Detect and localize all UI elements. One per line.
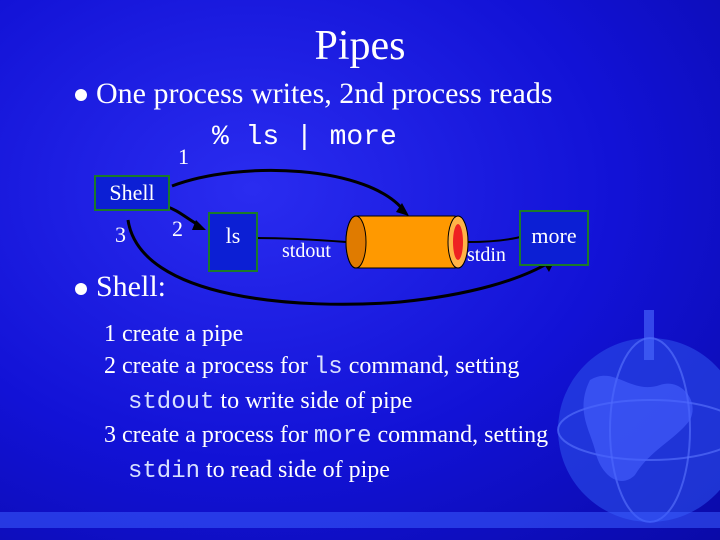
label-one: 1 (178, 144, 189, 169)
more-box: more (519, 210, 589, 266)
step-1: 1 create a pipe (104, 318, 548, 350)
step-text: create a pipe (122, 321, 244, 347)
label-three: 3 (115, 222, 126, 247)
step-number: 3 (104, 422, 116, 449)
step-2: 2 create a process for ls command, setti… (104, 350, 548, 419)
arrow-3 (126, 219, 551, 306)
step-code: stdin (128, 457, 201, 485)
globe-icon (557, 310, 720, 523)
bullet-icon (75, 283, 87, 295)
pipe-left-end (345, 215, 367, 269)
step-code: more (313, 423, 372, 451)
step-number: 2 (104, 353, 116, 380)
step-code: ls (313, 354, 343, 382)
ls-box: ls (208, 212, 258, 272)
bottom-bar (0, 512, 720, 528)
label-two: 2 (172, 216, 183, 241)
bullet-one: One process writes, 2nd process reads (96, 77, 553, 110)
step-continuation: stdin to read side of pipe (104, 454, 548, 488)
command-text: % ls | more (212, 122, 397, 153)
arrow-1 (171, 168, 407, 213)
step-3: 3 create a process for more command, set… (104, 419, 548, 488)
step-code: stdout (128, 388, 215, 416)
step-text: command, setting (371, 422, 549, 449)
stdin-label: stdin (467, 244, 506, 266)
step-continuation: stdout to write side of pipe (104, 385, 548, 419)
step-text: create a process for (122, 422, 314, 449)
slide-title: Pipes (314, 23, 406, 69)
bullet-icon (75, 89, 87, 101)
shell-box: Shell (94, 175, 170, 211)
step-text: to write side of pipe (214, 387, 413, 414)
stdout-label: stdout (282, 240, 331, 262)
bullet-two: Shell: (96, 270, 167, 303)
steps-list: 1 create a pipe 2 create a process for l… (104, 318, 548, 488)
step-text: command, setting (342, 353, 520, 380)
stdin-line (467, 235, 525, 243)
step-text: create a process for (122, 353, 314, 380)
pipe-opening (453, 224, 463, 260)
step-number: 1 (104, 321, 116, 347)
stdout-line (254, 237, 347, 243)
step-text: to read side of pipe (200, 456, 390, 483)
